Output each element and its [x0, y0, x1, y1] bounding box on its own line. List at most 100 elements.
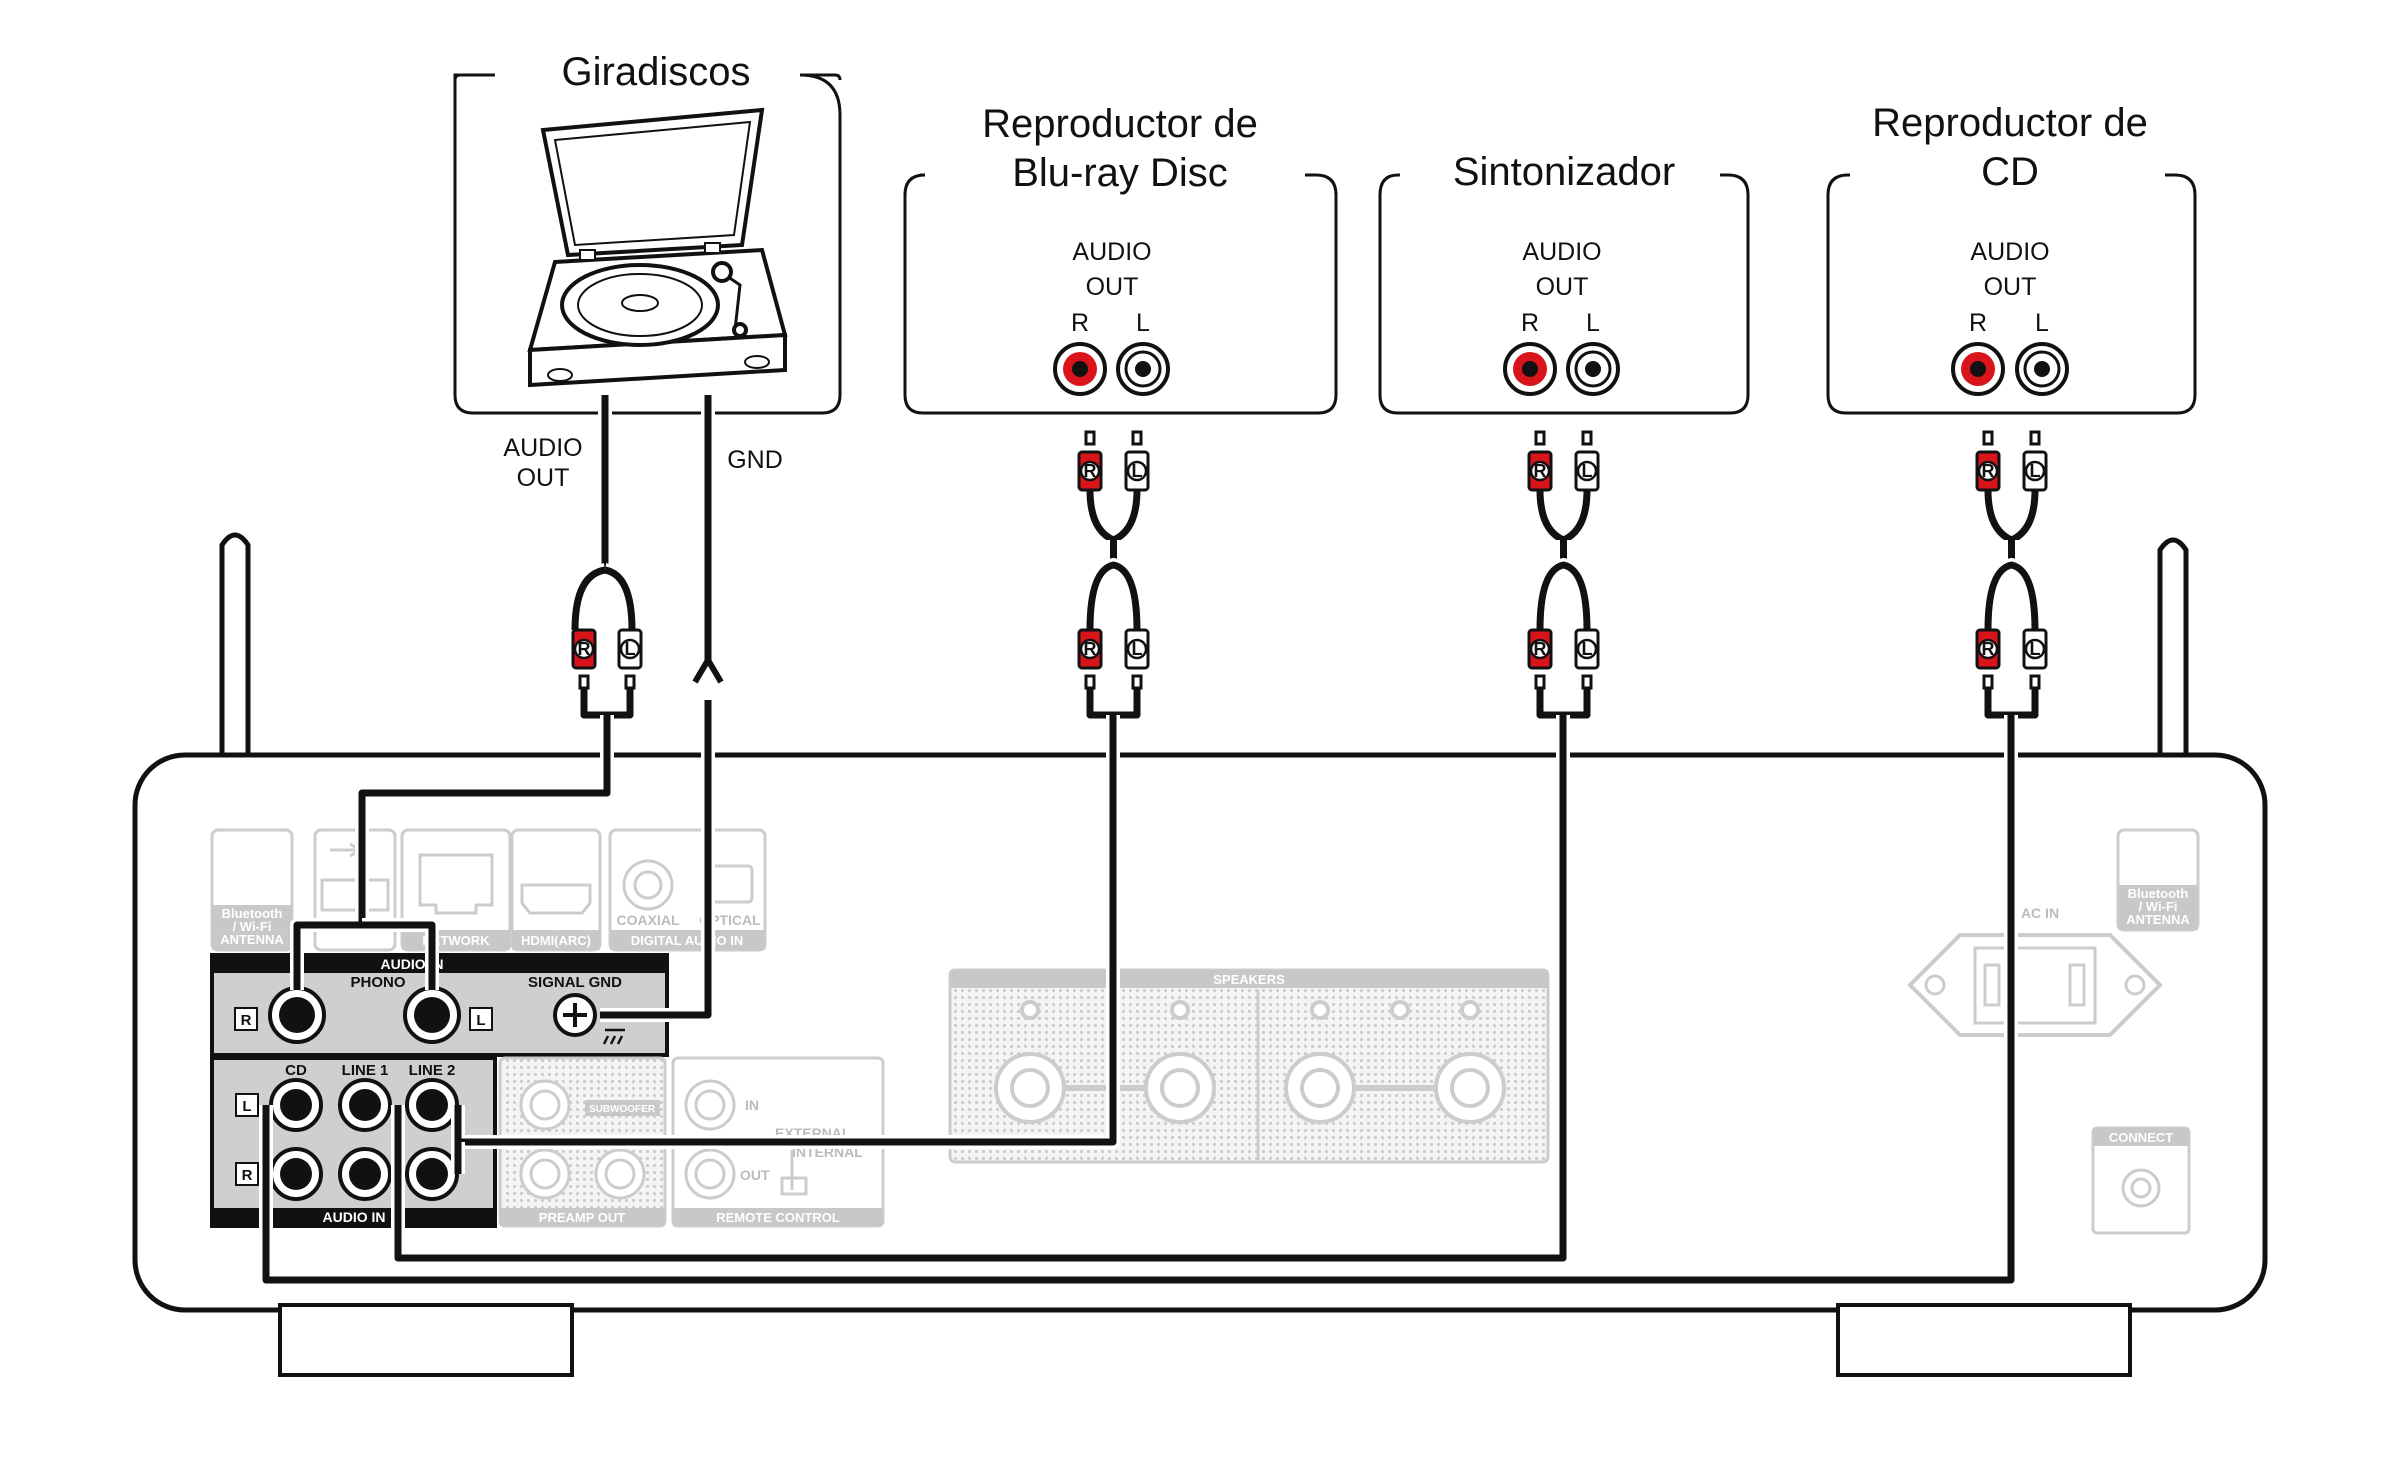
cd-title-line-2: CD	[1981, 150, 2039, 194]
audio-in-bottom-label: AUDIO IN	[323, 1209, 386, 1225]
cd-r-jack[interactable]	[269, 1147, 323, 1201]
tuner-cable-bottom-l-plug-label: L	[1582, 639, 1593, 659]
turntable-to-phono-r	[293, 715, 611, 990]
signal-gnd-terminal[interactable]	[553, 993, 625, 1045]
antenna-right-label-1: Bluetooth	[2128, 886, 2189, 901]
digital-audio-in-label: DIGITAL AUDIO IN	[631, 933, 743, 948]
speakers-panel: SPEAKERS	[948, 968, 1550, 1164]
phono-label: PHONO	[350, 974, 405, 991]
turntable-l-plug: L	[617, 628, 643, 690]
tuner-cable-bottom-l-plug: L	[1574, 628, 1600, 690]
tuner-out-label: OUT	[1536, 273, 1589, 301]
digital-audio-in: COAXIAL OPTICAL DIGITAL AUDIO IN	[608, 828, 767, 952]
bluray-cable-bottom-r-plug: R	[1077, 628, 1103, 690]
antenna-left-label-1: Bluetooth	[222, 906, 283, 921]
cd-cable-top-l-plug-label: L	[2030, 461, 2041, 481]
cd-r-jack-out[interactable]	[1951, 342, 2005, 396]
tuner-cable-lower-split	[1536, 561, 1591, 631]
foot-left	[278, 1303, 574, 1377]
line-r-label: R	[242, 1167, 253, 1184]
antenna-left-label-3: ANTENNA	[220, 932, 284, 947]
tuner-r-label: R	[1521, 309, 1539, 337]
cd-cable-bottom-r-plug: R	[1975, 628, 2001, 690]
subwoofer-label: SUBWOOFER	[589, 1104, 656, 1115]
hdmi-label: HDMI(ARC)	[521, 933, 591, 948]
bluray-r-jack[interactable]	[1053, 342, 1107, 396]
bluray-out-label: OUT	[1086, 273, 1139, 301]
phono-r-jack[interactable]	[268, 986, 326, 1044]
phono-panel: AUDIO IN PHONO SIGNAL GND R L	[210, 953, 669, 1057]
bluray-r-label: R	[1071, 309, 1089, 337]
gnd-spade-lug	[692, 658, 724, 684]
antenna-right-label-2: / Wi-Fi	[2139, 899, 2178, 914]
tuner-cable-top-l-plug: L	[1574, 430, 1600, 492]
tuner-device: Sintonizador AUDIO OUT R L	[1378, 150, 1750, 415]
preamp-out-label: PREAMP OUT	[539, 1210, 625, 1225]
cd-title-line-1: Reproductor de	[1872, 101, 2148, 145]
line-2-label: LINE 2	[409, 1062, 456, 1079]
cd-device: Reproductor de CD AUDIO OUT R L	[1826, 101, 2197, 415]
bluray-cable-bottom-l-plug: L	[1124, 628, 1150, 690]
bluray-cable-top-r-plug-label: R	[1084, 461, 1097, 481]
line-1-r-jack[interactable]	[338, 1147, 392, 1201]
phono-l-jack[interactable]	[403, 986, 461, 1044]
turntable-l-plug-label: L	[625, 639, 636, 659]
antenna-right	[2157, 537, 2189, 763]
connect-label: CONNECT	[2109, 1130, 2173, 1145]
line-l-label: L	[242, 1098, 251, 1115]
line-1-l-jack[interactable]	[338, 1078, 392, 1132]
cd-l-jack-out[interactable]	[2015, 342, 2069, 396]
speakers-label: SPEAKERS	[1213, 972, 1285, 987]
cd-l-label: L	[2035, 309, 2049, 337]
bluray-l-label: L	[1136, 309, 1150, 337]
turntable-split	[571, 566, 636, 631]
cd-l-jack[interactable]	[269, 1078, 323, 1132]
ac-in-socket: AC IN	[1907, 905, 2163, 1037]
phono-l-label: L	[476, 1012, 485, 1029]
turntable-audio-out-label-2: OUT	[517, 464, 570, 492]
antenna-left-label-2: / Wi-Fi	[233, 919, 272, 934]
line-2-r-jack[interactable]	[405, 1147, 459, 1201]
coaxial-label: COAXIAL	[617, 912, 680, 928]
cd-cable-u-halo	[1981, 686, 2042, 722]
cables	[259, 395, 2042, 1287]
cd-cable-bottom-l-plug: L	[2022, 628, 2048, 690]
turntable-u-halo	[577, 686, 637, 722]
line-2-l-jack[interactable]	[405, 1078, 459, 1132]
phono-r-label: R	[241, 1012, 252, 1029]
connect-button[interactable]: CONNECT	[2091, 1126, 2191, 1235]
antenna-right-label-3: ANTENNA	[2126, 912, 2190, 927]
cd-audio-label: AUDIO	[1970, 238, 2049, 266]
cd-cable-bottom-l-plug-label: L	[2030, 639, 2041, 659]
bluray-title-line-1: Reproductor de	[982, 102, 1258, 146]
tuner-l-label: L	[1586, 309, 1600, 337]
cd-cable-top-r-plug: R	[1975, 430, 2001, 492]
remote-in-label: IN	[745, 1097, 759, 1113]
signal-gnd-label: SIGNAL GND	[528, 974, 622, 991]
cd-out-label: OUT	[1984, 273, 2037, 301]
turntable-r-plug-label: R	[578, 639, 591, 659]
cd-to-cd-in	[262, 715, 2015, 1284]
tuner-cable-bottom-r-plug-label: R	[1534, 639, 1547, 659]
bluray-cable-top-l-plug-label: L	[1132, 461, 1143, 481]
tuner-l-jack[interactable]	[1566, 342, 1620, 396]
network-label: NETWORK	[422, 933, 490, 948]
bluray-audio-label: AUDIO	[1072, 238, 1151, 266]
turntable-icon	[527, 107, 788, 388]
amplifier: Bluetooth / Wi-Fi ANTENNA Bluetooth / Wi…	[132, 532, 2268, 1377]
bluray-l-jack[interactable]	[1116, 342, 1170, 396]
gnd-to-signal-gnd	[600, 700, 712, 1019]
remote-out-label: OUT	[740, 1167, 770, 1183]
ac-in-label: AC IN	[2021, 905, 2059, 921]
cd-cable-upper-split-halo	[1981, 489, 2042, 547]
turntable-r-plug: R	[571, 628, 597, 690]
tuner-cable-upper-split-halo	[1533, 489, 1594, 547]
tuner-cable-top-r-plug-label: R	[1534, 461, 1547, 481]
tuner-cable-top-r-plug: R	[1527, 430, 1553, 492]
preamp-out-panel: SUBWOOFER PREAMP OUT	[498, 1056, 667, 1228]
tuner-audio-label: AUDIO	[1522, 238, 1601, 266]
tuner-r-jack[interactable]	[1503, 342, 1557, 396]
bluray-title-line-2: Blu-ray Disc	[1012, 151, 1228, 195]
cd-r-label: R	[1969, 309, 1987, 337]
